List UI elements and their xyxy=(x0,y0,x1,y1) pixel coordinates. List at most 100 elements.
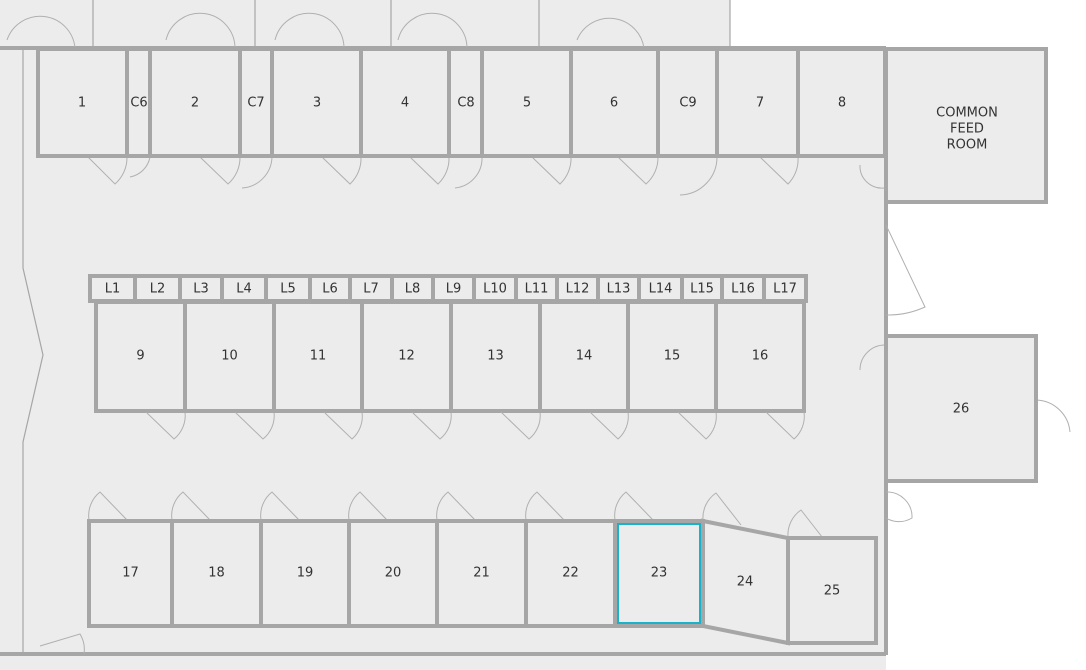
room-label: 26 xyxy=(953,402,970,417)
door-swing xyxy=(702,492,742,526)
room-label: C7 xyxy=(247,96,264,111)
room-label: FEED xyxy=(950,122,984,137)
stall-17[interactable] xyxy=(87,519,174,628)
door-swing xyxy=(323,411,363,440)
room-label: 1 xyxy=(78,96,86,111)
door-swing xyxy=(677,411,717,440)
room-label: 3 xyxy=(313,96,321,111)
locker-l1[interactable] xyxy=(88,274,137,303)
stall-14[interactable] xyxy=(538,300,630,413)
stall-16[interactable] xyxy=(714,300,806,413)
room-label: 9 xyxy=(136,349,144,364)
stall-11[interactable] xyxy=(272,300,364,413)
room-label: 20 xyxy=(385,566,402,581)
room-label: 21 xyxy=(473,566,490,581)
locker-label: L6 xyxy=(322,282,338,297)
locker-label: L8 xyxy=(405,282,421,297)
locker-label: L14 xyxy=(649,282,673,297)
stall-23[interactable] xyxy=(613,519,705,628)
stall-9[interactable] xyxy=(94,300,187,413)
door-swing xyxy=(411,411,452,440)
door-swing xyxy=(234,411,275,440)
stall-18[interactable] xyxy=(170,519,263,628)
room-label: 10 xyxy=(221,349,238,364)
stall-25[interactable] xyxy=(786,536,878,645)
room-label: 4 xyxy=(401,96,409,111)
stall-c9[interactable] xyxy=(656,47,719,158)
room-label: 2 xyxy=(191,96,199,111)
locker-label: L2 xyxy=(150,282,166,297)
stall-7[interactable] xyxy=(715,47,800,158)
door-swing xyxy=(589,411,629,440)
locker-label: L15 xyxy=(690,282,714,297)
stall-4[interactable] xyxy=(359,47,451,158)
stall-22[interactable] xyxy=(524,519,617,628)
door-swing xyxy=(614,491,654,521)
door-swing xyxy=(260,491,300,521)
room-label: C8 xyxy=(457,96,474,111)
room-label: 14 xyxy=(576,349,593,364)
stall-c7[interactable] xyxy=(238,47,274,158)
stall-1[interactable] xyxy=(36,47,129,158)
room-label: 24 xyxy=(737,575,754,590)
outer-area-top xyxy=(0,0,730,47)
room-label: 7 xyxy=(756,96,764,111)
door-swing xyxy=(171,491,211,521)
stall-10[interactable] xyxy=(183,300,276,413)
door-swing xyxy=(88,491,128,521)
room-label: 22 xyxy=(562,566,579,581)
door-swing xyxy=(787,509,827,543)
locker-l9[interactable] xyxy=(431,274,476,303)
room-label: 6 xyxy=(610,96,618,111)
door-swing xyxy=(500,411,541,440)
room-label: C9 xyxy=(679,96,696,111)
room-label: 13 xyxy=(487,349,504,364)
door-swings-top xyxy=(6,12,1071,655)
locker-label: L17 xyxy=(773,282,797,297)
room-label: 12 xyxy=(398,349,415,364)
stall-15[interactable] xyxy=(626,300,718,413)
locker-label: L5 xyxy=(280,282,296,297)
room-label: COMMON xyxy=(936,106,998,121)
room-label: 19 xyxy=(297,566,314,581)
room-label: 25 xyxy=(824,584,841,599)
locker-l6[interactable] xyxy=(308,274,352,303)
locker-label: L9 xyxy=(446,282,462,297)
locker-label: L11 xyxy=(525,282,549,297)
stall-8[interactable] xyxy=(796,47,887,158)
room-label: 18 xyxy=(208,566,225,581)
door-swing xyxy=(525,491,565,521)
stall-c8[interactable] xyxy=(447,47,484,158)
stall-6[interactable] xyxy=(569,47,660,158)
stall-5[interactable] xyxy=(480,47,573,158)
selection-outline xyxy=(617,523,701,624)
room-26[interactable] xyxy=(884,334,1038,483)
stall-20[interactable] xyxy=(347,519,439,628)
door-swing xyxy=(348,491,388,521)
room-label: 17 xyxy=(122,566,139,581)
locker-label: L13 xyxy=(607,282,631,297)
room-label: 11 xyxy=(310,349,327,364)
room-label: 8 xyxy=(838,96,846,111)
locker-label: L16 xyxy=(731,282,755,297)
locker-label: L10 xyxy=(483,282,507,297)
top-stall-row: 1 C6 2 C7 3 4 C8 5 6 C9 7 8 xyxy=(36,47,887,158)
room-label: 15 xyxy=(664,349,681,364)
locker-label: L4 xyxy=(236,282,252,297)
room-label: 5 xyxy=(523,96,531,111)
door-swing xyxy=(765,411,805,440)
common-feed-room[interactable] xyxy=(884,47,1048,204)
room-label: C6 xyxy=(130,96,147,111)
locker-label: L12 xyxy=(566,282,590,297)
locker-l5[interactable] xyxy=(264,274,312,303)
door-swing xyxy=(436,491,476,521)
stall-13[interactable] xyxy=(449,300,542,413)
locker-label: L7 xyxy=(363,282,379,297)
room-label: ROOM xyxy=(947,138,988,153)
locker-label: L3 xyxy=(193,282,209,297)
left-boundary-line xyxy=(22,47,44,654)
